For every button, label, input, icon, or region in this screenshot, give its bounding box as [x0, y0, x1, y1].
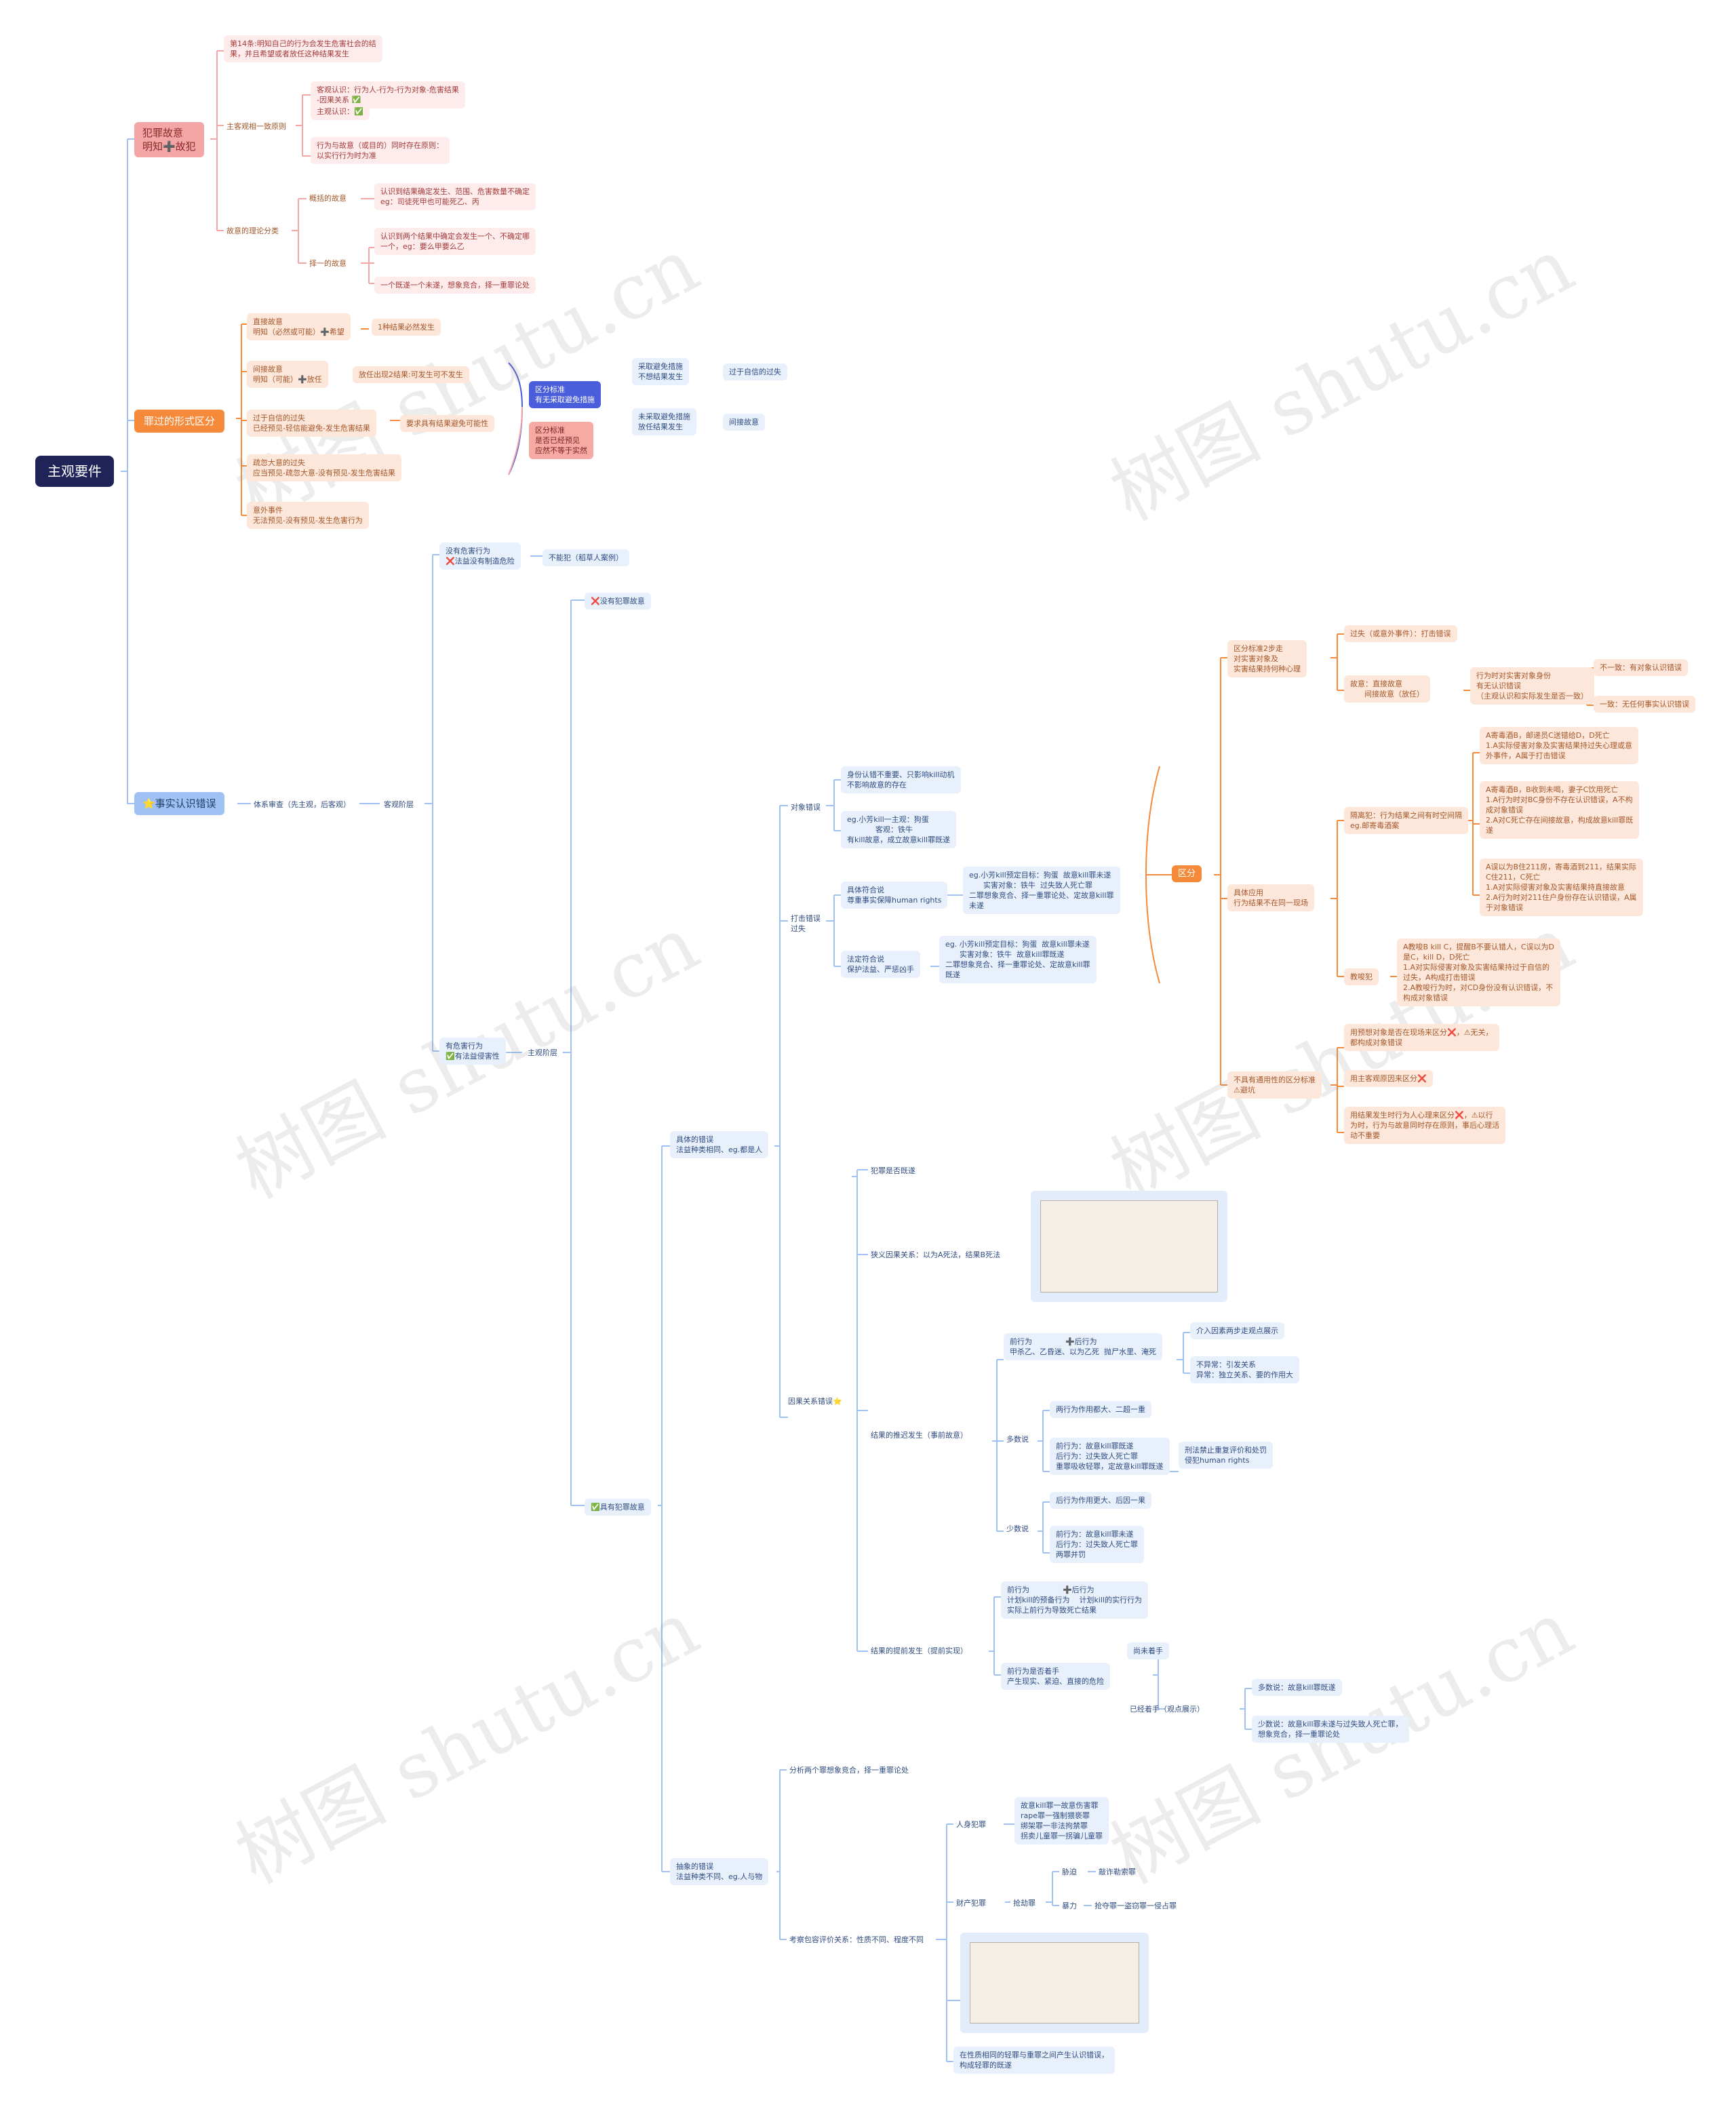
node-has-criminal-intent[interactable]: ✅具有犯罪故意 [585, 1499, 651, 1516]
node-standard-measures[interactable]: 区分标准 有无采取避免措施 [529, 381, 601, 408]
node-object-mistake-1[interactable]: 身份认错不重要、只影响kill动机 不影响故意的存在 [841, 766, 961, 793]
node-coercion[interactable]: 胁迫 [1062, 1868, 1077, 1876]
node-object-mistake-2[interactable]: eg.小芳kill一主观：狗蛋 客观：铁牛 有kill故意，成立故意kill罪既… [841, 811, 957, 848]
node-remote-crime[interactable]: 隔离犯：行为结果之间有时空间隔 eg.邮寄毒酒案 [1344, 807, 1468, 834]
node-narrow-causation[interactable]: 狭义因果关系：以为A死法，结果B死法 [871, 1250, 1001, 1259]
node-review-order[interactable]: 体系审查（先主观，后客观） [254, 800, 351, 809]
node-delayed-result[interactable]: 结果的推迟发生（事前故意） [871, 1431, 968, 1440]
node-standard-foresight[interactable]: 区分标准 是否已经预见 应然不等于实然 [529, 422, 593, 459]
node-object-mistake[interactable]: 对象错误 [791, 803, 821, 812]
node-not-general-standard[interactable]: 不具有通用性的区分标准 ⚠避坑 [1227, 1071, 1322, 1099]
node-concrete-mistake[interactable]: 具体的错误 法益种类相同、eg.都是人 [670, 1131, 769, 1158]
node-no-measures[interactable]: 未采取避免措施 放任结果发生 [632, 408, 696, 435]
node-objective-awareness[interactable]: 客观认识：行为人-行为-行为对象-危害结果 -因果关系 ✅ [311, 81, 465, 108]
node-accident[interactable]: 意外事件 无法预见-没有预见-发生危害行为 [247, 502, 369, 529]
node-step-intent[interactable]: 故意：直接故意 间接故意（放任） [1344, 675, 1430, 703]
node-majority-2-note[interactable]: 刑法禁止重复评价和处罚 侵犯human rights [1179, 1442, 1273, 1469]
node-early-minority[interactable]: 少数说：故意kill罪未遂与过失致人死亡罪， 想象竞合，择一重罪论处 [1252, 1716, 1409, 1743]
node-abstract-competing[interactable]: 分析两个罪想象竞合，择一重罪论处 [789, 1766, 909, 1775]
node-remote-case-2[interactable]: A寄毒酒B，B收到未喝，妻子C饮用死亡 1.A行为时对BC身份不存在认识错误，A… [1480, 781, 1640, 839]
node-general-intent-detail[interactable]: 认识到结果确定发生、范围、危害数量不确定 eg：司徒死甲也可能死乙、丙 [374, 183, 536, 210]
node-overconfident-negligence[interactable]: 过于自信的过失 已经预见-轻信能避免-发生危害结果 [247, 410, 376, 437]
node-direct-intent-result[interactable]: 1种结果必然发生 [372, 319, 441, 336]
node-not-general-3[interactable]: 用结果发生时行为人心理来区分❌，⚠以行 为时，行为与故意同时存在原则，事后心理活… [1344, 1107, 1505, 1144]
node-early-majority[interactable]: 多数说：故意kill罪既遂 [1252, 1679, 1342, 1696]
node-step-identity[interactable]: 行为时对实害对象身份 有无认识错误 （主观认识和实际发生是否一致） [1470, 667, 1594, 705]
node-remote-case-3[interactable]: A误以为B住211房，寄毒酒到211，结果实际 C住211，C死亡 1.A对实际… [1480, 859, 1643, 916]
node-alt-detail-1[interactable]: 认识到两个结果中确定会发生一个、不确定哪 一个，eg：要么甲要么乙 [374, 228, 536, 255]
node-not-general-1[interactable]: 用预想对象是否在现场来区分❌，⚠无关， 都构成对象错误 [1344, 1024, 1499, 1051]
node-extortion[interactable]: 敲诈勒索罪 [1099, 1868, 1136, 1876]
node-early-result[interactable]: 结果的提前发生（提前实现） [871, 1646, 968, 1655]
node-abstract-inclusion[interactable]: 考察包容评价关系：性质不同、程度不同 [789, 1935, 924, 1944]
node-robbery[interactable]: 抢劫罪 [1013, 1899, 1035, 1908]
node-majority-view[interactable]: 多数说 [1006, 1435, 1029, 1444]
node-impossible-crime[interactable]: 不能犯（稻草人案例） [542, 549, 629, 566]
node-step-consistent[interactable]: 一致：无任何事实认识错误 [1594, 696, 1695, 713]
node-careless-negligence[interactable]: 疏忽大意的过失 应当预见-疏忽大意-没有预见-发生危害结果 [247, 454, 401, 481]
node-subjective-level[interactable]: 主观阶层 [528, 1048, 557, 1057]
node-lighter-crime[interactable]: 在性质相同的轻罪与重罪之间产生认识错误， 构成轻罪的既遂 [953, 2047, 1115, 2074]
node-snatching[interactable]: 抢夺罪一盗窃罪一侵占罪 [1094, 1901, 1177, 1910]
node-intervening-2[interactable]: 不异常：引发关系 异常：独立关系、要的作用大 [1190, 1356, 1299, 1383]
node-concrete-theory[interactable]: 具体符合说 尊重事实保障human rights [841, 882, 948, 909]
node-objective-level[interactable]: 客观阶层 [384, 800, 414, 809]
node-indirect-intent-result[interactable]: 放任出现2结果:可发生可不发生 [353, 366, 469, 383]
node-two-step-standard[interactable]: 区分标准2步走 对实害对象及 实害结果持何种心理 [1227, 640, 1307, 677]
node-took-measures[interactable]: 采取避免措施 不想结果发生 [632, 358, 689, 385]
node-factual-mistake[interactable]: ⭐事实认识错误 [134, 792, 224, 815]
causation-table-image [1031, 1191, 1227, 1302]
node-hit-mistake[interactable]: 打击错误 过失 [791, 914, 821, 933]
node-majority-2[interactable]: 前行为：故意kill罪既遂 后行为：过失致人死亡罪 重罪吸收轻罪，定故意kill… [1050, 1438, 1170, 1475]
node-prev-after-act[interactable]: 前行为 ➕后行为 甲杀乙、乙昏迷、以为乙死 抛尸水里、淹死 [1004, 1333, 1162, 1360]
node-minority-view[interactable]: 少数说 [1006, 1524, 1029, 1533]
node-criminal-intent[interactable]: 犯罪故意 明知➕故犯 [134, 122, 204, 157]
node-step-negligence[interactable]: 过失（或意外事件）：打击错误 [1344, 625, 1457, 642]
node-general-intent[interactable]: 概括的故意 [309, 194, 347, 203]
node-not-general-2[interactable]: 用主客观原因来区分❌ [1344, 1070, 1433, 1087]
node-step-inconsistent[interactable]: 不一致：有对象认识错误 [1594, 659, 1688, 676]
node-intervening-1[interactable]: 介入因素两步走观点展示 [1190, 1322, 1284, 1339]
node-alternative-intent[interactable]: 择一的故意 [309, 259, 347, 268]
node-person-crimes-list[interactable]: 故意kill罪一故意伤害罪 rape罪一强制猥亵罪 绑架罪一非法拘禁罪 拐卖儿童… [1014, 1797, 1109, 1844]
node-legal-theory[interactable]: 法定符合说 保护法益、严惩凶手 [841, 951, 920, 978]
node-article-14[interactable]: 第14条:明知自己的行为会发生危害社会的结 果，并且希望或者放任这种结果发生 [224, 35, 382, 62]
node-majority-1[interactable]: 两行为作用都大、二超一重 [1050, 1401, 1151, 1418]
node-harmful-act[interactable]: 有危害行为 ✅有法益侵害性 [439, 1038, 506, 1065]
node-instigator[interactable]: 教唆犯 [1344, 968, 1379, 985]
node-person-crimes[interactable]: 人身犯罪 [956, 1820, 986, 1829]
node-not-started[interactable]: 尚未着手 [1127, 1642, 1169, 1659]
node-already-started[interactable]: 已经着手（观点展示） [1130, 1705, 1204, 1714]
node-distinguish[interactable]: 区分 [1172, 865, 1202, 882]
node-direct-intent[interactable]: 直接故意 明知（必然或可能）➕希望 [247, 313, 351, 340]
node-no-criminal-intent[interactable]: ❌没有犯罪故意 [585, 593, 651, 610]
node-legal-theory-eg[interactable]: eg. 小芳kill预定目标：狗蛋 故意kill罪未遂 实害对象：铁牛 故意ki… [939, 936, 1097, 983]
node-remote-case-1[interactable]: A寄毒酒B，邮递员C送错给D，D死亡 1.A实际侵害对象及实害结果持过失心理或意… [1480, 727, 1639, 764]
node-subjective-awareness[interactable]: 主观认识：✅ [311, 103, 370, 120]
node-concrete-theory-eg[interactable]: eg.小芳kill预定目标：狗蛋 故意kill罪未遂 实害对象：铁牛 过失致人死… [963, 867, 1120, 914]
node-violence[interactable]: 暴力 [1062, 1901, 1077, 1910]
node-early-acts[interactable]: 前行为 ➕后行为 计划kill的预备行为 计划kill的实行行为 实际上前行为导… [1001, 1581, 1149, 1619]
node-consummated[interactable]: 犯罪是否既遂 [871, 1166, 915, 1175]
node-causal-mistake[interactable]: 因果关系错误⭐ [788, 1397, 842, 1406]
node-minority-2[interactable]: 前行为：故意kill罪未遂 后行为：过失致人死亡罪 两罪并罚 [1050, 1526, 1144, 1563]
node-property-crimes[interactable]: 财产犯罪 [956, 1899, 986, 1908]
handwritten-notes-image [960, 1933, 1149, 2033]
node-instigator-case[interactable]: A教唆B kill C，提醒B不要认错人，C误以为D 是C，kill D，D死亡… [1397, 939, 1560, 1006]
node-no-measures-result[interactable]: 间接故意 [723, 414, 765, 431]
node-culpability-forms[interactable]: 罪过的形式区分 [134, 410, 225, 433]
root-node[interactable]: 主观要件 [35, 456, 114, 487]
node-no-harmful-act[interactable]: 没有危害行为 ❌法益没有制造危险 [439, 542, 521, 570]
node-abstract-mistake[interactable]: 抽象的错误 法益种类不同、eg.人与物 [670, 1858, 769, 1885]
node-attempt-started[interactable]: 前行为是否着手 产生现实、紧迫、直接的危险 [1001, 1663, 1110, 1690]
node-coexistence-principle[interactable]: 行为与故意（或目的）同时存在原则： 以实行行为时为准 [311, 137, 450, 164]
node-application[interactable]: 具体应用 行为结果不在同一现场 [1227, 884, 1314, 911]
node-took-measures-result[interactable]: 过于自信的过失 [723, 363, 787, 380]
node-theory-classification[interactable]: 故意的理论分类 [226, 226, 279, 235]
node-alt-detail-2[interactable]: 一个既遂一个未遂，想象竞合，择一重罪论处 [374, 277, 536, 294]
node-indirect-intent[interactable]: 间接故意 明知（可能）➕放任 [247, 361, 328, 388]
node-minority-1[interactable]: 后行为作用更大、后因一果 [1050, 1492, 1151, 1509]
node-avoidability[interactable]: 要求具有结果避免可能性 [400, 415, 494, 432]
node-consistency-principle[interactable]: 主客观相一致原则 [226, 122, 286, 131]
